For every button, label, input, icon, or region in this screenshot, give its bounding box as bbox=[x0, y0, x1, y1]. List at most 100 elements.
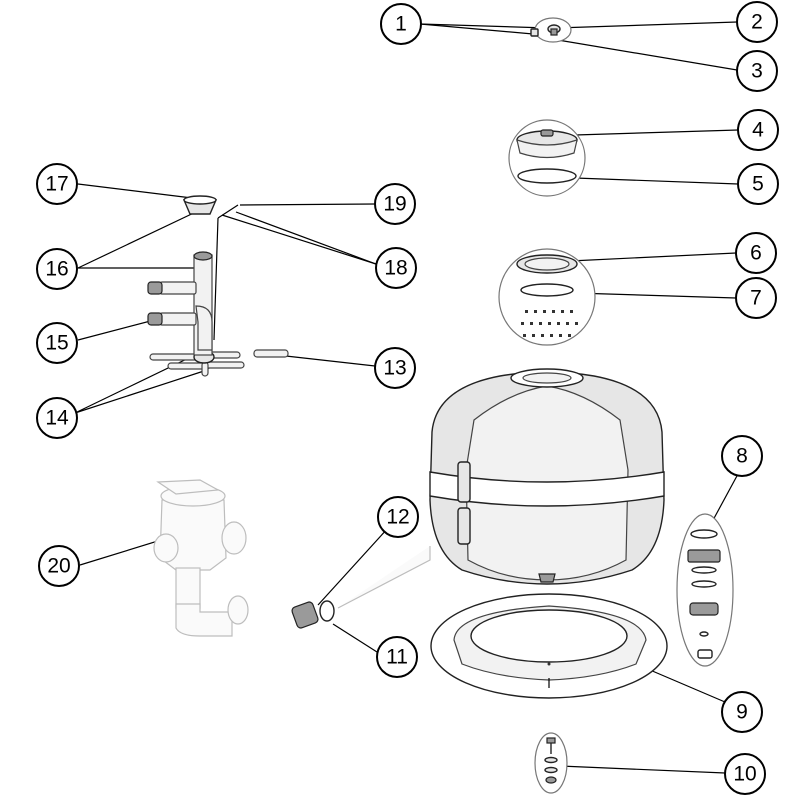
callout-2: 2 bbox=[736, 1, 778, 43]
screen-hole bbox=[559, 334, 562, 337]
leader-17 bbox=[77, 183, 193, 199]
leader-18a bbox=[221, 214, 377, 265]
svg-text:12: 12 bbox=[386, 506, 409, 529]
callout-9: 9 bbox=[721, 691, 763, 733]
svg-text:4: 4 bbox=[752, 119, 764, 142]
svg-text:14: 14 bbox=[45, 407, 69, 430]
screen-hole bbox=[570, 310, 573, 313]
collar-oring bbox=[520, 283, 574, 297]
top-cap-fittings bbox=[530, 17, 572, 43]
lower-branch-cap bbox=[147, 312, 163, 326]
leader-3 bbox=[539, 36, 738, 71]
tank-belt bbox=[429, 471, 665, 507]
callout-12: 12 bbox=[377, 496, 419, 538]
callout-18: 18 bbox=[375, 247, 417, 289]
screen-hole bbox=[566, 322, 569, 325]
lid-assembly bbox=[508, 119, 586, 197]
svg-text:17: 17 bbox=[45, 173, 68, 196]
callout-13: 13 bbox=[374, 347, 416, 389]
leader-11 bbox=[332, 623, 378, 653]
svg-text:18: 18 bbox=[384, 257, 407, 280]
callout-19: 19 bbox=[374, 183, 416, 225]
vp-oring bbox=[691, 580, 717, 588]
leader-16a bbox=[77, 209, 201, 269]
leader-18b bbox=[235, 211, 377, 265]
drain-nut bbox=[545, 776, 557, 784]
svg-text:16: 16 bbox=[45, 258, 68, 281]
callouts: 1 2 3 4 5 6 7 8 bbox=[36, 1, 779, 795]
screen-hole bbox=[521, 322, 524, 325]
svg-text:7: 7 bbox=[750, 287, 762, 310]
drain-set bbox=[534, 732, 568, 794]
svg-text:5: 5 bbox=[752, 173, 764, 196]
upper-branch-cap bbox=[147, 281, 163, 295]
leader-19 bbox=[239, 203, 376, 206]
leader-2 bbox=[555, 21, 738, 29]
callout-7: 7 bbox=[735, 277, 777, 319]
screen-hole bbox=[539, 322, 542, 325]
tank-top-opening-inner bbox=[522, 372, 572, 384]
lower-elbow bbox=[195, 305, 213, 351]
vp-gear bbox=[689, 602, 719, 616]
drain-washer-1 bbox=[544, 756, 558, 764]
lateral-pipe bbox=[253, 349, 289, 358]
svg-text:9: 9 bbox=[736, 701, 748, 724]
base-opening bbox=[470, 609, 628, 663]
screen-hole bbox=[543, 310, 546, 313]
fitting-pin bbox=[550, 28, 558, 36]
svg-text:13: 13 bbox=[383, 357, 406, 380]
valve-front-port bbox=[153, 533, 179, 563]
tank-drain bbox=[538, 573, 556, 583]
callout-17: 17 bbox=[36, 163, 78, 205]
valve-handle bbox=[156, 479, 220, 495]
callout-4: 4 bbox=[737, 109, 779, 151]
union-ghost-line bbox=[337, 546, 431, 609]
air-relief-tip bbox=[217, 204, 239, 219]
screen-hole bbox=[532, 334, 535, 337]
vp-washer bbox=[691, 566, 717, 574]
screen-hole bbox=[525, 310, 528, 313]
lid-body bbox=[516, 139, 578, 159]
valve-elbow bbox=[175, 603, 233, 637]
vp-nut bbox=[687, 549, 721, 563]
leader-12 bbox=[317, 527, 389, 606]
air-relief-rod bbox=[213, 217, 219, 341]
screen-hole bbox=[575, 322, 578, 325]
screen-hole bbox=[557, 322, 560, 325]
diffuser-top bbox=[183, 195, 217, 205]
lower-branch bbox=[159, 312, 197, 326]
tank-side-clamp-2 bbox=[457, 507, 471, 545]
screen-hole bbox=[552, 310, 555, 313]
callout-20: 20 bbox=[38, 545, 80, 587]
leader-6 bbox=[569, 252, 737, 262]
svg-text:6: 6 bbox=[750, 242, 762, 265]
lateral-right-2 bbox=[205, 361, 245, 369]
valve-bottom-port bbox=[227, 595, 249, 625]
callout-14: 14 bbox=[36, 397, 78, 439]
svg-text:19: 19 bbox=[383, 193, 406, 216]
collar-inner bbox=[524, 257, 570, 271]
multiport-valve bbox=[153, 479, 249, 637]
drain-head bbox=[546, 737, 556, 744]
screen-hole bbox=[541, 334, 544, 337]
screen-holes bbox=[521, 310, 578, 337]
valve-downpipe bbox=[175, 567, 201, 609]
svg-text:20: 20 bbox=[47, 555, 70, 578]
screen-hole bbox=[561, 310, 564, 313]
leader-9 bbox=[649, 669, 733, 706]
screen-hole bbox=[548, 322, 551, 325]
leader-8 bbox=[711, 473, 739, 523]
collector-assembly bbox=[147, 195, 245, 377]
leader-1a bbox=[419, 23, 534, 35]
collar-inset bbox=[498, 248, 596, 346]
svg-text:2: 2 bbox=[751, 11, 763, 34]
leader-4 bbox=[574, 129, 739, 136]
drain-washer-2 bbox=[544, 766, 558, 774]
callout-6: 6 bbox=[735, 232, 777, 274]
vp-seal bbox=[699, 631, 709, 637]
upper-branch bbox=[159, 281, 197, 295]
screen-hole bbox=[550, 334, 553, 337]
svg-text:1: 1 bbox=[395, 13, 407, 36]
valve-side-port bbox=[221, 521, 247, 555]
